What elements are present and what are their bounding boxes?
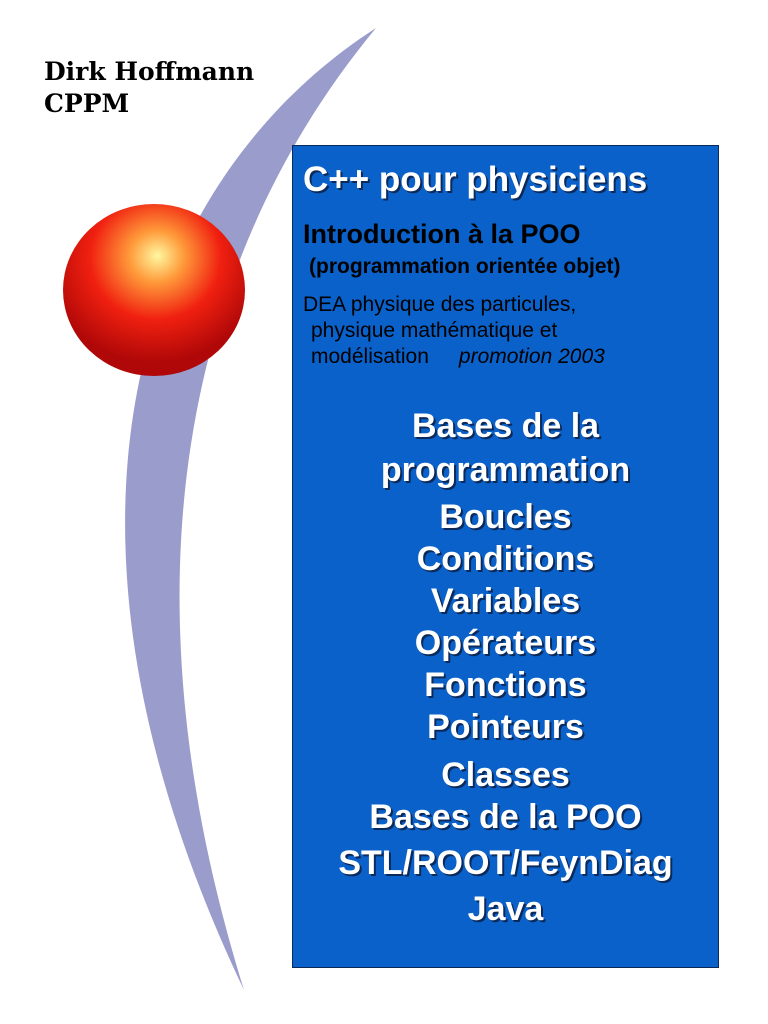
topic-item: Boucles <box>439 498 572 536</box>
topic-item: Java <box>467 890 544 928</box>
dea-description: DEA physique des particules, physique ma… <box>303 292 605 370</box>
course-subtitle-detail: (programmation orientée objet) <box>309 255 621 278</box>
topic-item: Bases de la POO <box>369 798 642 836</box>
topic-item: Conditions <box>416 540 595 578</box>
topic-item: Pointeurs <box>427 708 584 746</box>
dea-line-3: modélisation promotion 2003 <box>303 344 605 370</box>
dea-line-3-text: modélisation <box>311 345 429 368</box>
author-block: Dirk Hoffmann CPPM <box>44 56 254 120</box>
topic-item: STL/ROOT/FeynDiag <box>338 844 673 882</box>
promotion-label: promotion 2003 <box>458 345 605 368</box>
red-sphere <box>63 204 245 376</box>
topic-item: Opérateurs <box>414 624 597 662</box>
course-panel: C++ pour physiciens Introduction à la PO… <box>292 145 719 968</box>
dea-line-2: physique mathématique et <box>311 319 558 342</box>
topic-item: Bases de la <box>411 407 600 445</box>
author-name: Dirk Hoffmann <box>44 57 255 86</box>
topic-item: Classes <box>441 756 570 794</box>
topic-list: Bases de la programmation Boucles Condit… <box>293 404 718 930</box>
author-lab: CPPM <box>44 89 130 118</box>
topic-item: Variables <box>430 582 581 620</box>
course-title: C++ pour physiciens <box>303 160 648 199</box>
topic-item: programmation <box>380 451 631 489</box>
course-subtitle: Introduction à la POO <box>303 219 581 249</box>
topic-item: Fonctions <box>424 666 587 704</box>
dea-line-1: DEA physique des particules, <box>303 293 577 316</box>
